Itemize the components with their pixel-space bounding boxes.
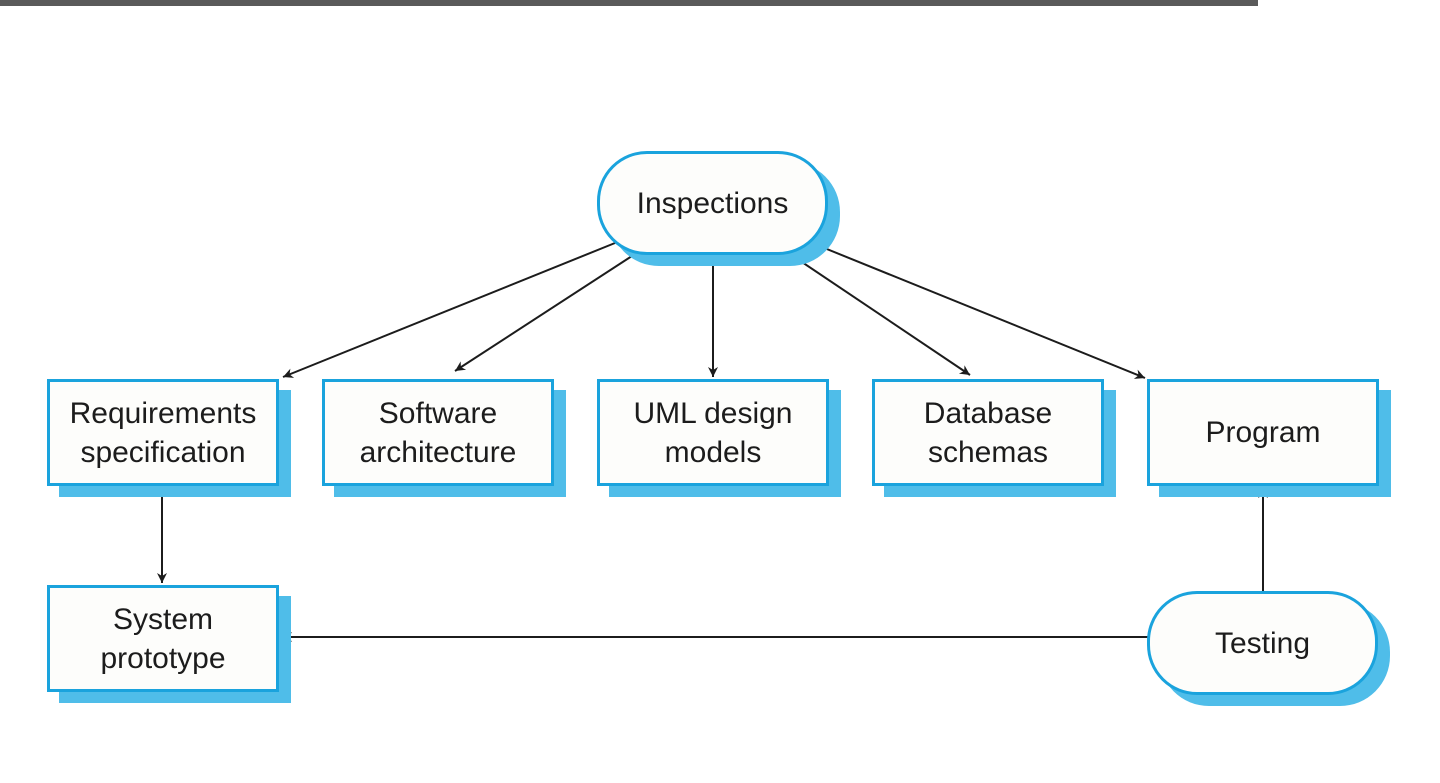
database-schemas-label: Database schemas bbox=[923, 396, 1053, 469]
inspections-node: Inspections bbox=[597, 151, 828, 255]
arrow-inspections-to-software-architecture bbox=[454, 253, 636, 372]
arrow-inspections-to-program bbox=[811, 242, 1146, 379]
system-prototype-label: System prototype bbox=[100, 602, 226, 675]
top-rule bbox=[0, 0, 1258, 6]
software-architecture-node: Software architecture bbox=[322, 379, 554, 486]
testing-node: Testing bbox=[1147, 591, 1378, 695]
requirements-specification-node: Requirements specification bbox=[47, 379, 279, 486]
uml-design-models-node: UML design models bbox=[597, 379, 829, 486]
database-schemas-node: Database schemas bbox=[872, 379, 1104, 486]
software-architecture-label: Software architecture bbox=[359, 396, 517, 469]
arrow-inspections-to-database-schemas bbox=[789, 253, 971, 376]
arrow-inspections-to-requirements bbox=[282, 242, 616, 378]
program-node: Program bbox=[1147, 379, 1379, 486]
uml-design-models-label: UML design models bbox=[633, 396, 793, 469]
system-prototype-node: System prototype bbox=[47, 585, 279, 692]
program-label: Program bbox=[1205, 416, 1321, 449]
testing-label: Testing bbox=[1214, 626, 1311, 660]
requirements-specification-label: Requirements specification bbox=[69, 396, 257, 469]
inspections-label: Inspections bbox=[636, 186, 789, 220]
